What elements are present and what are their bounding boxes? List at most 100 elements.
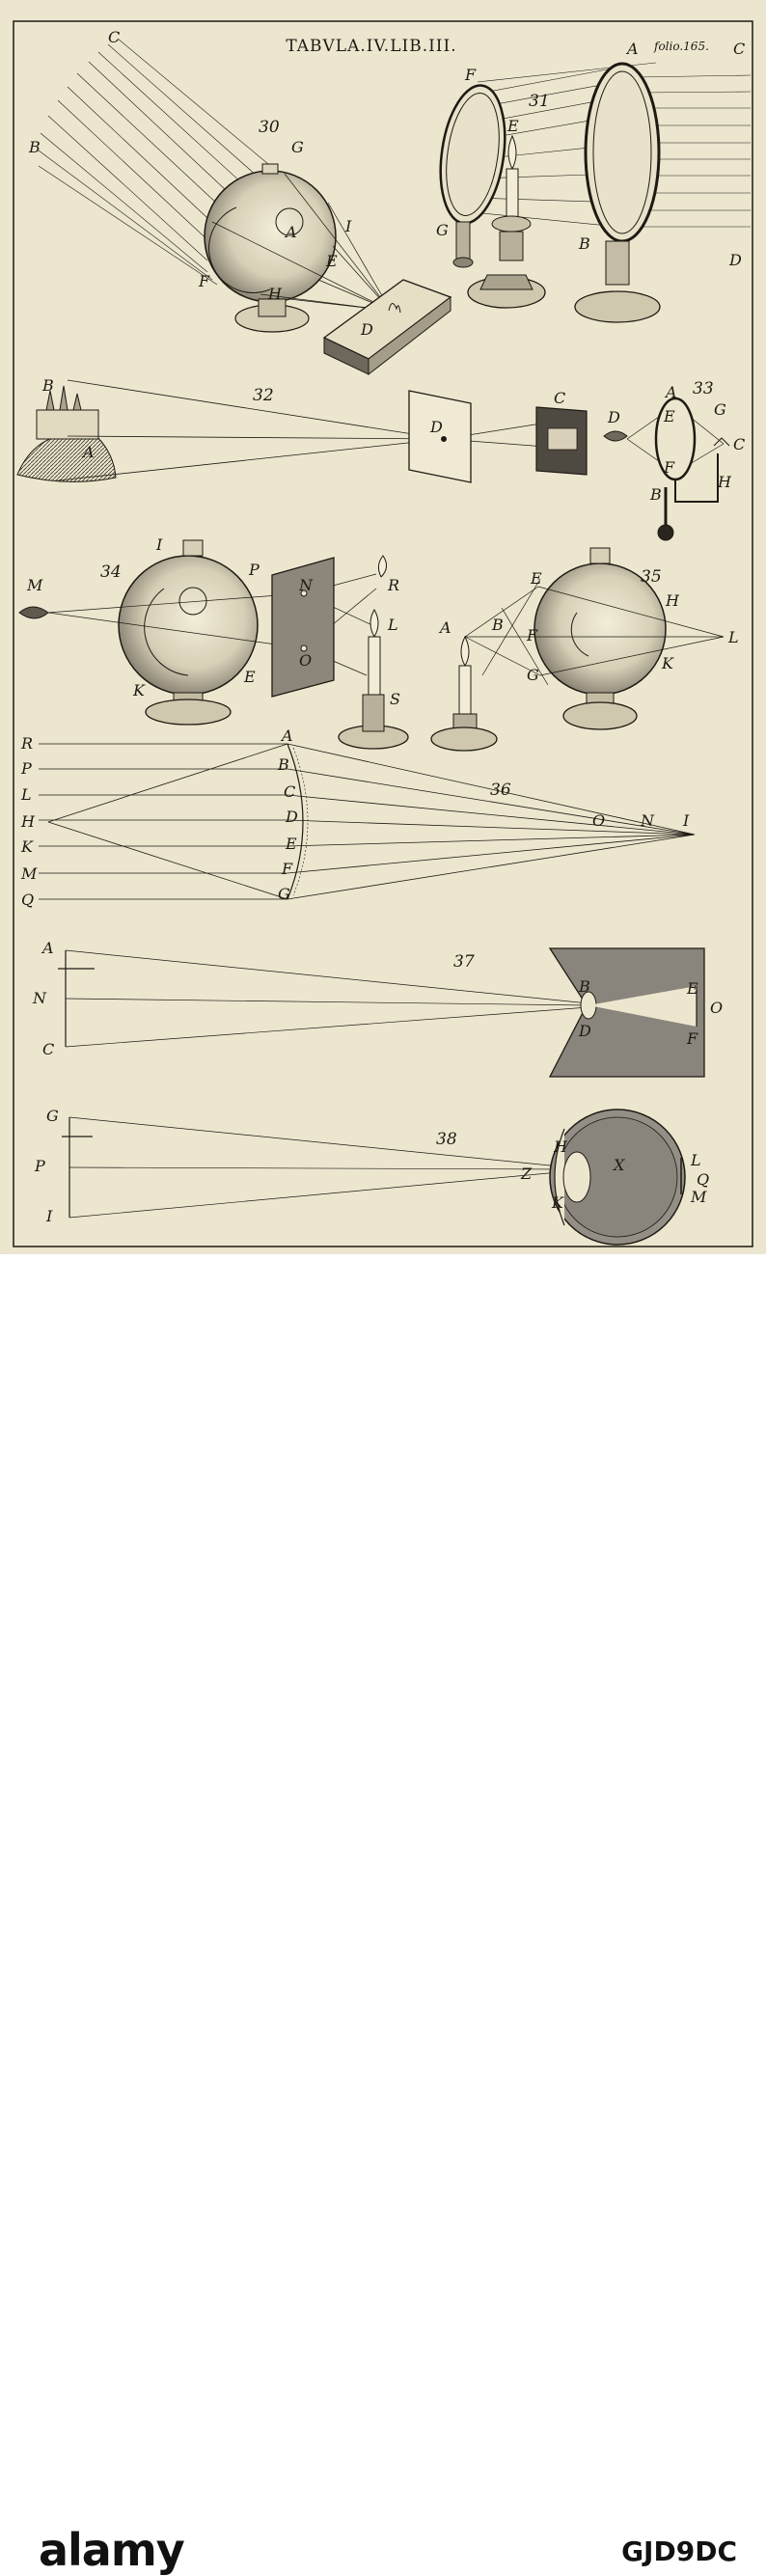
svg-text:F: F [281,860,293,878]
svg-text:B: B [28,138,41,156]
svg-text:M: M [20,864,38,883]
svg-text:H: H [553,1137,568,1156]
svg-text:L: L [690,1151,701,1169]
svg-text:B: B [41,376,54,395]
svg-text:O: O [710,999,723,1017]
svg-text:A: A [41,939,54,957]
svg-text:D: D [607,408,620,426]
svg-text:K: K [132,681,146,699]
svg-text:Q: Q [697,1170,709,1189]
svg-text:F: F [526,626,538,644]
svg-text:E: E [285,835,297,853]
svg-text:R: R [387,576,399,594]
svg-text:C: C [733,435,745,453]
svg-text:A: A [625,40,639,58]
svg-text:E: E [325,252,338,270]
svg-text:D: D [728,251,742,269]
svg-text:A: A [81,443,95,461]
figure-33-eye-lens [603,397,730,541]
svg-text:L: L [387,616,398,634]
figure-34-labels: I 34M P N R L O E K S [26,535,400,708]
svg-text:S: S [390,690,400,708]
svg-text:A: A [438,618,451,637]
figure-32-camera-obscura [16,379,588,483]
svg-text:G: G [291,138,304,156]
figure-38-eye [62,1109,686,1246]
svg-text:A: A [280,726,293,745]
plate-title: TABVLA.IV.LIB.III. [286,37,456,56]
svg-text:I: I [682,811,690,830]
svg-text:A: A [284,223,297,241]
svg-text:G: G [278,885,290,903]
figure-37-camera-box [58,947,705,1078]
svg-text:B: B [277,755,289,774]
figure-30-burning-globe [38,38,452,376]
svg-text:36: 36 [490,781,511,800]
svg-text:A: A [664,383,677,401]
svg-text:G: G [527,666,539,684]
svg-text:M: M [690,1188,707,1206]
svg-text:I: I [155,535,163,554]
svg-text:D: D [429,418,443,436]
svg-text:F: F [464,66,477,84]
svg-text:K: K [20,837,34,856]
svg-text:F: F [686,1029,698,1048]
svg-text:O: O [299,651,312,670]
svg-text:C: C [554,389,565,407]
svg-text:D: D [285,808,298,826]
svg-text:I: I [344,217,352,235]
svg-text:H: H [20,812,36,831]
image-code: GJD9DC [621,2535,737,2567]
svg-text:E: E [243,668,256,686]
svg-text:30: 30 [259,118,280,137]
plate-drawing: TABVLA.IV.LIB.III. folio.165. [13,20,753,1247]
svg-text:35: 35 [641,567,662,587]
brand-logo: alamy [39,2524,185,2576]
svg-text:L: L [20,785,32,804]
svg-text:L: L [727,628,739,646]
svg-text:33: 33 [693,379,714,398]
figure-37-labels: ANC 37B DEO F [32,939,723,1058]
svg-text:K: K [551,1193,564,1212]
svg-text:F: F [198,272,210,290]
figure-31-mirrors-candle [439,62,752,323]
folio-number: folio.165. [653,40,709,53]
svg-text:P: P [34,1157,45,1175]
svg-text:Z: Z [520,1165,533,1183]
svg-text:37: 37 [453,952,475,972]
svg-text:N: N [298,576,314,594]
svg-text:H: H [665,591,680,610]
svg-text:F: F [663,458,675,477]
svg-text:P: P [248,561,260,579]
svg-text:32: 32 [253,386,274,405]
figure-34-globe-screen [18,539,409,750]
svg-text:B: B [578,234,590,253]
svg-text:I: I [45,1207,53,1225]
svg-text:C: C [108,28,120,46]
figure-35-globe-candle [430,547,725,752]
svg-text:G: G [714,400,726,419]
svg-text:E: E [663,407,675,425]
svg-text:31: 31 [529,92,550,111]
svg-text:B: B [649,485,662,504]
svg-text:N: N [640,811,655,830]
svg-text:R: R [20,734,33,753]
svg-text:E: E [506,117,519,135]
svg-text:G: G [436,221,449,239]
stock-footer: alamy GJD9DC [0,1254,766,2576]
svg-text:H: H [267,285,283,303]
svg-text:C: C [284,782,295,801]
figure-36-lens-rays [39,743,696,900]
svg-text:K: K [661,654,674,672]
svg-text:34: 34 [100,562,122,582]
svg-text:P: P [20,759,32,778]
svg-text:M: M [26,576,43,594]
svg-text:O: O [592,811,605,830]
svg-text:G: G [46,1107,59,1125]
